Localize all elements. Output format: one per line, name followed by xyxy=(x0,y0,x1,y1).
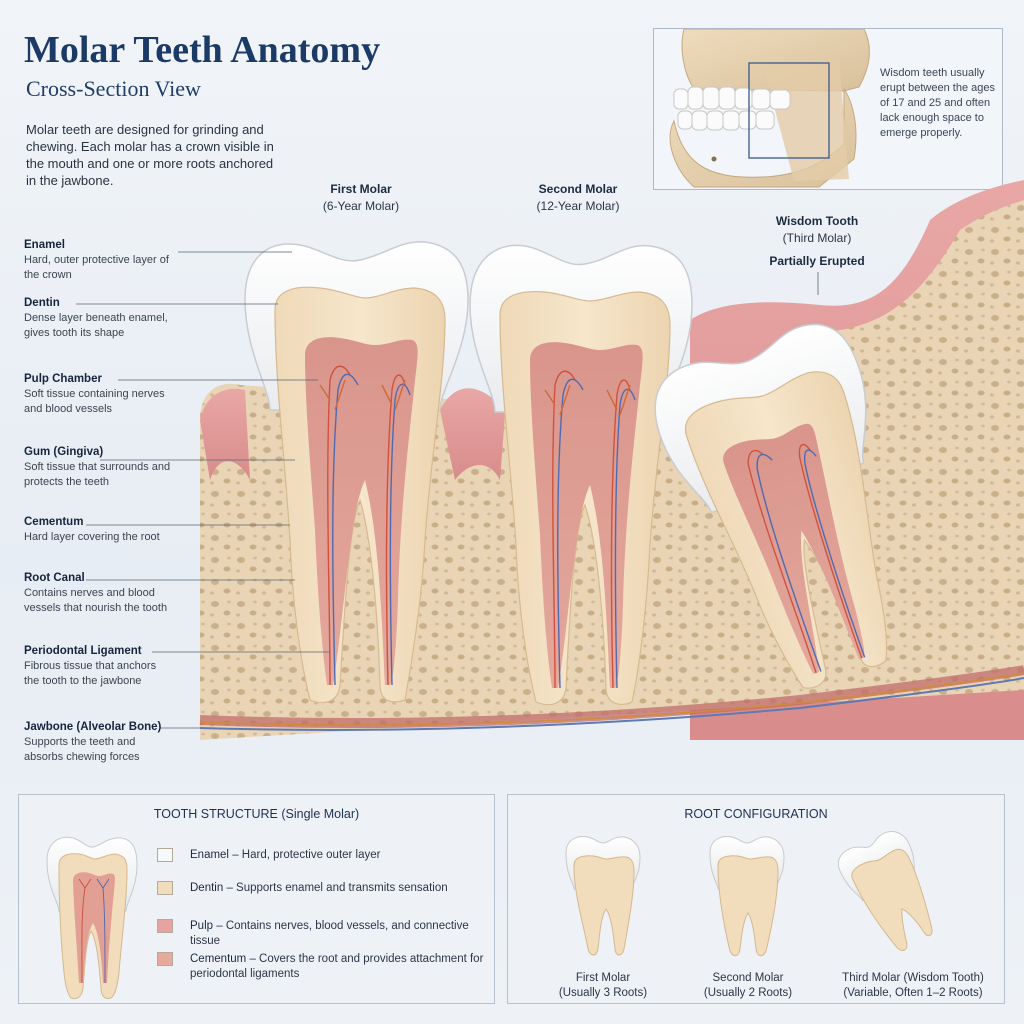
skull-illustration xyxy=(669,29,870,188)
jaw-cross-section xyxy=(76,180,1024,740)
first-molar xyxy=(244,241,469,704)
wisdom-tooth xyxy=(654,323,888,689)
leader-lines xyxy=(76,251,819,729)
inset-caption: Wisdom teeth usually erupt between the a… xyxy=(880,67,995,139)
label-first-molar: First Molar (6-Year Molar) xyxy=(322,182,400,213)
intro-paragraph: Molar teeth are designed for grinding an… xyxy=(26,122,274,188)
second-molar xyxy=(469,244,693,706)
root-third-molar xyxy=(837,831,933,951)
label-second-molar: Second Molar (12-Year Molar) xyxy=(536,182,620,213)
swatch-enamel xyxy=(157,848,173,862)
tooth-structure-panel: TOOTH STRUCTURE (Single Molar) Enamel – … xyxy=(18,794,495,1004)
page-subtitle: Cross-Section View xyxy=(26,76,201,101)
skull-inset xyxy=(653,28,1003,190)
mandibular-canal xyxy=(199,665,1024,729)
root-configuration-panel: ROOT CONFIGURATION First Molar (Usually … xyxy=(507,794,1005,1004)
label-gum: Gum (Gingiva)Soft tissue that surrounds … xyxy=(24,446,171,488)
tooth-structure-title: TOOTH STRUCTURE (Single Molar) xyxy=(153,807,360,821)
label-wisdom-tooth: Wisdom Tooth (Third Molar) Partially Eru… xyxy=(769,214,865,268)
swatch-dentin xyxy=(157,881,173,895)
root-caption-first: First Molar (Usually 3 Roots) xyxy=(558,972,648,999)
label-jawbone: Jawbone (Alveolar Bone)Supports the teet… xyxy=(24,721,162,763)
root-configuration-title: ROOT CONFIGURATION xyxy=(684,807,828,821)
root-caption-second: Second Molar (Usually 2 Roots) xyxy=(703,972,793,999)
page-title: Molar Teeth Anatomy xyxy=(24,29,381,71)
single-molar-illustration xyxy=(46,836,138,1000)
swatch-pulp xyxy=(157,919,173,933)
swatch-cementum xyxy=(157,952,173,966)
root-first-molar xyxy=(565,836,641,956)
root-configuration-illustrations xyxy=(565,831,933,957)
gum-left xyxy=(200,388,250,480)
root-caption-third: Third Molar (Wisdom Tooth) (Variable, Of… xyxy=(842,972,984,999)
root-second-molar xyxy=(709,836,785,957)
